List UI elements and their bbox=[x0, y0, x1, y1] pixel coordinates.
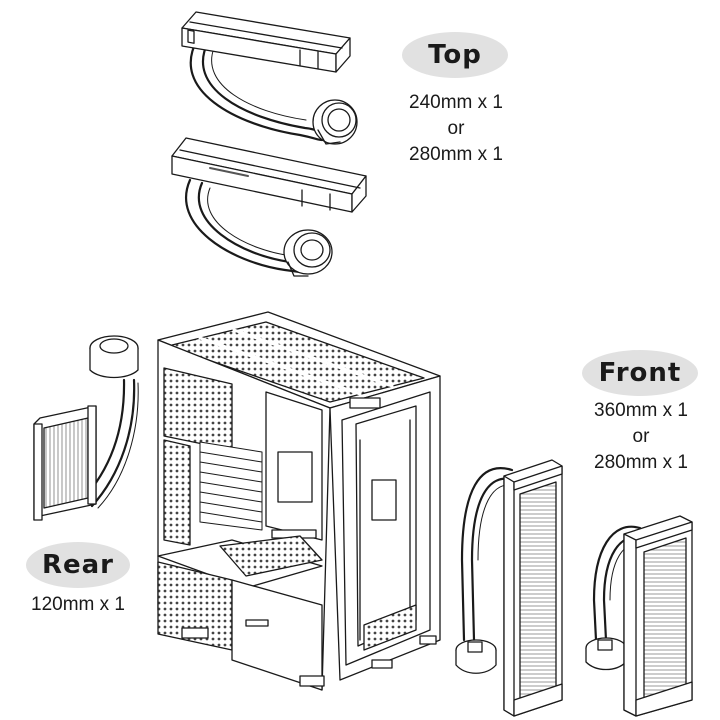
top-aio-280 bbox=[171, 137, 367, 277]
front-spec-line-3: 280mm x 1 bbox=[594, 452, 688, 473]
rear-spec: 120mm x 1 bbox=[8, 592, 148, 618]
front-spec-line-2: or bbox=[632, 426, 650, 447]
top-label-badge: Top bbox=[402, 32, 508, 78]
top-spec-line-1: 240mm x 1 bbox=[409, 92, 503, 113]
front-aio-360 bbox=[455, 459, 563, 717]
front-spec-line-1: 360mm x 1 bbox=[594, 400, 688, 421]
rear-spec-line-1: 120mm x 1 bbox=[31, 594, 125, 615]
top-spec-line-3: 280mm x 1 bbox=[409, 144, 503, 165]
front-aio-280 bbox=[585, 515, 693, 717]
front-label-badge: Front bbox=[582, 350, 698, 396]
rear-label-badge: Rear bbox=[26, 542, 130, 588]
top-spec-line-2: or bbox=[447, 118, 465, 139]
pc-case bbox=[157, 311, 441, 691]
front-spec: 360mm x 1 or 280mm x 1 bbox=[563, 398, 719, 476]
top-label-title: Top bbox=[428, 40, 482, 70]
rear-aio-120 bbox=[33, 335, 139, 521]
front-label-title: Front bbox=[598, 358, 682, 388]
top-spec: 240mm x 1 or 280mm x 1 bbox=[378, 90, 534, 168]
rear-label-title: Rear bbox=[41, 550, 115, 580]
top-aio-240 bbox=[181, 11, 358, 145]
